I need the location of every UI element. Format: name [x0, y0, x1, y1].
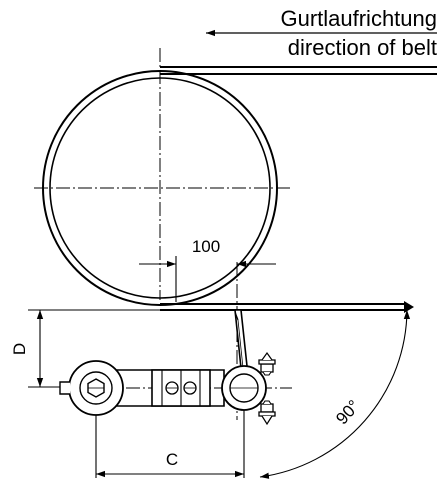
centre-lines — [34, 48, 292, 420]
wing-nut-top — [258, 351, 276, 376]
dimension-c-label: C — [166, 450, 178, 469]
pivot-eye — [59, 360, 124, 416]
direction-label-de: Gurtlaufrichtung — [280, 6, 437, 31]
support-arm — [95, 369, 225, 407]
shaft-clamp — [221, 365, 267, 411]
dimension-d-label: D — [10, 343, 29, 355]
dimension-c — [95, 410, 245, 478]
angle-label: 90° — [332, 396, 363, 428]
angle-arc — [259, 309, 411, 479]
wing-nut-bottom — [258, 400, 276, 426]
dimension-100 — [139, 256, 276, 302]
dimension-100-label: 100 — [192, 237, 220, 256]
direction-label-en: direction of belt — [288, 35, 437, 60]
belt — [160, 66, 437, 313]
